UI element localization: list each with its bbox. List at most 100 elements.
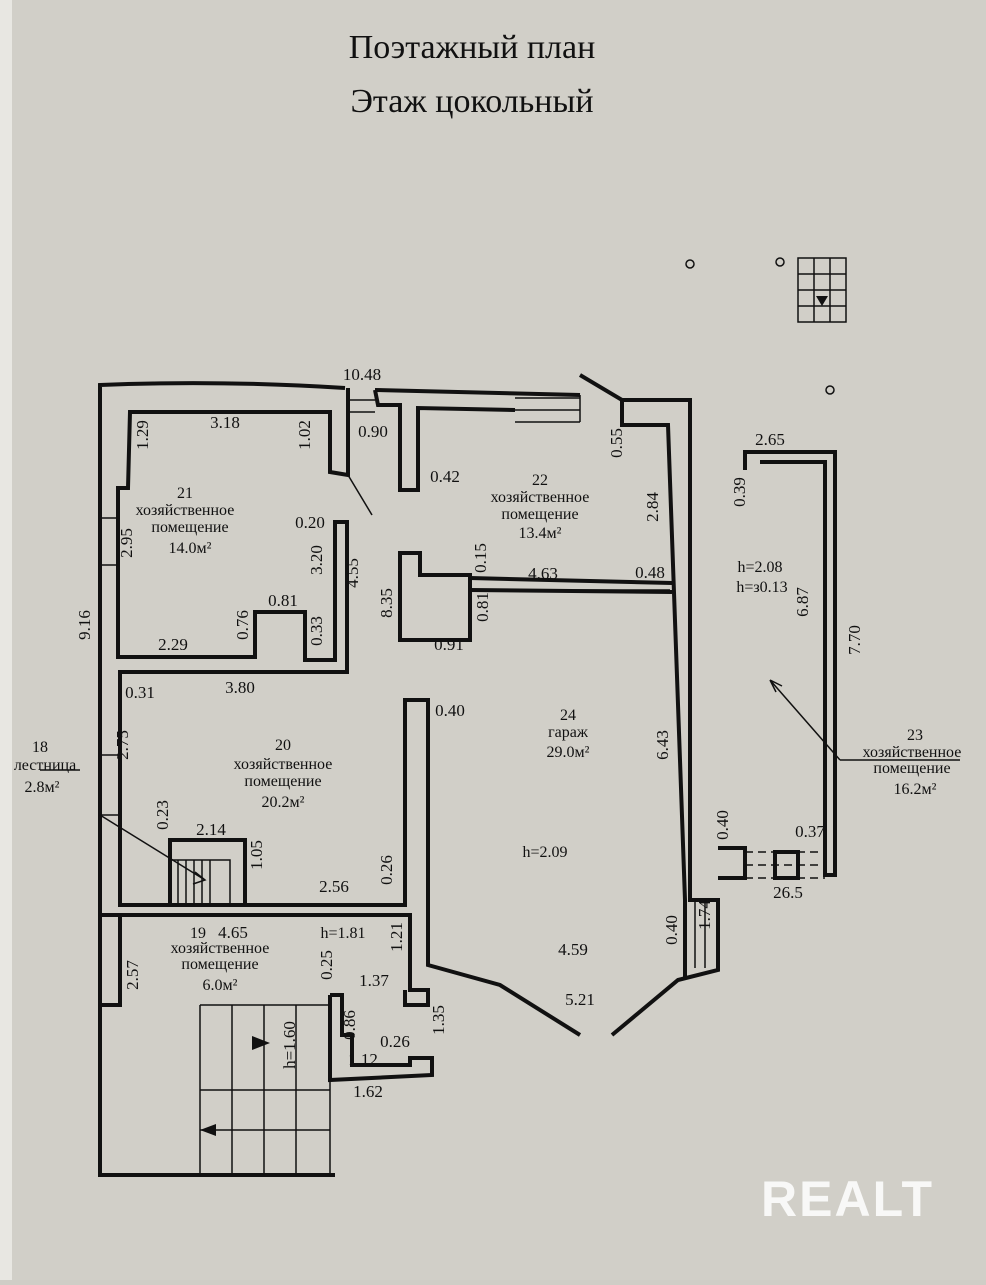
room-21-label: 21 хозяйственное помещение 14.0м² — [136, 485, 235, 557]
room-number: 23 — [907, 727, 923, 744]
room-19-label: 19 h=1.81 хозяйственное помещение 6.0м² — [171, 925, 366, 994]
dimension-label: 0.40 — [435, 701, 465, 720]
room-number: 19 — [190, 925, 206, 942]
room-area: 2.8м² — [25, 779, 60, 796]
dimension-label: 0.91 — [434, 635, 464, 654]
dimension-label: 1.35 — [429, 1005, 448, 1035]
dimension-label: 4.59 — [558, 940, 588, 959]
dimension-label: 0.42 — [430, 467, 460, 486]
survey-point-icon — [775, 257, 785, 267]
dimension-label: 2.56 — [319, 877, 349, 896]
dimension-label: 9.16 — [75, 610, 94, 640]
room-number: 18 — [32, 739, 48, 756]
room-name: помещение — [151, 519, 228, 536]
dimension-label: 3.80 — [225, 678, 255, 697]
dimension-label: 2.65 — [755, 430, 785, 449]
dimension-label: 1.29 — [133, 420, 152, 450]
room-area: 6.0м² — [203, 977, 238, 994]
dimension-label: 6.43 — [653, 730, 672, 760]
dimension-label: 0.40 — [662, 915, 681, 945]
dimension-label: 26.5 — [773, 883, 803, 902]
room-height: h=з0.13 — [736, 579, 787, 596]
dimension-label: 7.70 — [845, 625, 864, 655]
room-area: 20.2м² — [262, 794, 305, 811]
dimension-label: 4.55 — [343, 558, 362, 588]
room-24-label: 24 гараж 29.0м² h=2.09 — [522, 707, 589, 861]
room-20-label: 20 хозяйственное помещение 20.2м² — [234, 737, 333, 811]
room-height: h=1.81 — [320, 925, 365, 942]
room-number: 22 — [532, 472, 548, 489]
dimension-label: 0.40 — [713, 810, 732, 840]
dimension-label: h=1.60 — [280, 1021, 299, 1069]
room-area: 14.0м² — [169, 540, 212, 557]
dimension-label: 1.37 — [359, 971, 389, 990]
dimension-label: 10.48 — [343, 365, 381, 384]
dimension-label: 0.26 — [380, 1032, 410, 1051]
dimension-label: 2.84 — [643, 492, 662, 522]
dimension-label: 6.87 — [793, 587, 812, 617]
dimension-label: 0.25 — [317, 950, 336, 980]
dimension-label: 0.31 — [125, 683, 155, 702]
room-name: хозяйственное — [234, 756, 333, 773]
room-area: 13.4м² — [519, 525, 562, 542]
dimension-label: 1.05 — [247, 840, 266, 870]
survey-point-icon — [685, 259, 695, 269]
dimension-labels: 10.48 0.90 3.18 1.29 1.02 0.42 0.20 2.95… — [75, 365, 864, 1101]
room-area: 16.2м² — [894, 781, 937, 798]
dimension-label: 0.23 — [153, 800, 172, 830]
room-name: хозяйственное — [136, 502, 235, 519]
staircase-symbol-icon — [797, 257, 847, 323]
dimension-label: 2.95 — [117, 528, 136, 558]
dimension-label: 1.74 — [695, 900, 714, 930]
survey-point-icon — [825, 385, 835, 395]
room-name: гараж — [548, 724, 589, 741]
room-height: h=2.08 — [737, 559, 782, 576]
dimension-label: 0.81 — [268, 591, 298, 610]
dimension-label: 2.14 — [196, 820, 226, 839]
dimension-label: 5.21 — [565, 990, 595, 1009]
dimension-label: 0.26 — [377, 855, 396, 885]
dimension-label: 0.86 — [340, 1010, 359, 1040]
dimension-label: 0.37 — [795, 822, 825, 841]
room-number: 24 — [560, 707, 576, 724]
dimension-label: 1.02 — [295, 420, 314, 450]
room-name: хозяйственное — [171, 940, 270, 957]
room-name: помещение — [873, 760, 950, 777]
dimension-label: 0.48 — [635, 563, 665, 582]
dimension-label: 3.18 — [210, 413, 240, 432]
room-area: 29.0м² — [547, 744, 590, 761]
dimension-label: 0.90 — [358, 422, 388, 441]
plan-title: Поэтажный план — [349, 29, 596, 66]
room-height: h=2.09 — [522, 844, 567, 861]
room-labels: 21 хозяйственное помещение 14.0м² 22 хоз… — [14, 472, 962, 994]
walls — [40, 373, 960, 1177]
room-22-label: 22 хозяйственное помещение 13.4м² — [491, 472, 590, 542]
room-name: лестница — [14, 757, 76, 774]
dimension-label: 8.35 — [377, 588, 396, 618]
dimension-label: 1.62 — [353, 1082, 383, 1101]
dimension-label: 2.75 — [113, 730, 132, 760]
dimension-label: 0.81 — [473, 592, 492, 622]
dimension-label: 0.15 — [471, 543, 490, 573]
room-18-label: 18 лестница 2.8м² — [14, 739, 76, 796]
dimension-label: 4.63 — [528, 564, 558, 583]
room-name: помещение — [501, 506, 578, 523]
room-23-label: h=2.08 h=з0.13 23 хозяйственное помещени… — [736, 559, 961, 798]
floor-name: Этаж цокольный — [350, 83, 593, 120]
room-number: 21 — [177, 485, 193, 502]
dimension-label: 2.57 — [123, 960, 142, 990]
dimension-label: 2.29 — [158, 635, 188, 654]
dimension-label: 0.55 — [607, 428, 626, 458]
dimension-label: 1.12 — [348, 1050, 378, 1069]
room-name: помещение — [244, 773, 321, 790]
dimension-label: 0.20 — [295, 513, 325, 532]
dimension-label: 4.65 — [218, 923, 248, 942]
room-number: 20 — [275, 737, 291, 754]
room-name: хозяйственное — [491, 489, 590, 506]
dimension-label: 3.20 — [307, 545, 326, 575]
dimension-label: 0.76 — [233, 610, 252, 640]
dimension-label: 0.33 — [307, 616, 326, 646]
realt-watermark-logo: REALT — [761, 1171, 934, 1227]
